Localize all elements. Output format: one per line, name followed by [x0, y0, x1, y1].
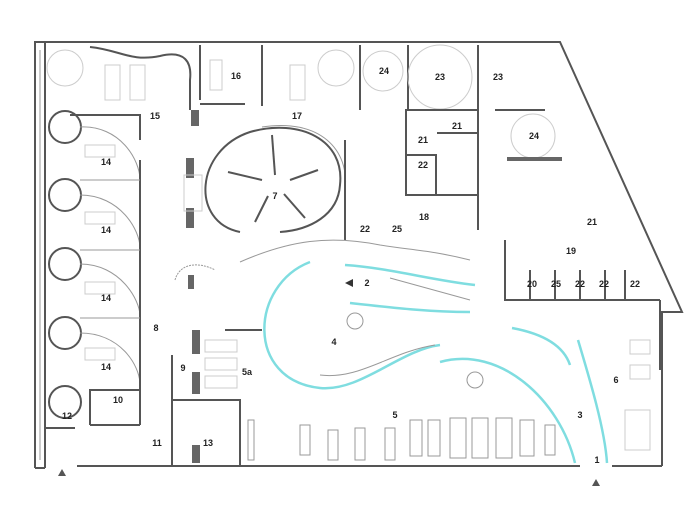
room-label: 14 — [101, 157, 111, 167]
room-label: 14 — [101, 225, 111, 235]
room-label: 19 — [566, 246, 576, 256]
room-label: 10 — [113, 395, 123, 405]
room-label: 25 — [392, 224, 402, 234]
room-label: 6 — [613, 375, 618, 385]
room-label: 17 — [292, 111, 302, 121]
room-label: 22 — [599, 279, 609, 289]
room-label: 13 — [203, 438, 213, 448]
room-label: 14 — [101, 362, 111, 372]
room-label: 12 — [62, 411, 72, 421]
room-label: 20 — [527, 279, 537, 289]
direction-arrow-icon — [345, 279, 353, 287]
room-label: 21 — [587, 217, 597, 227]
room-label: 21 — [452, 121, 462, 131]
entrance-arrow-icon — [592, 479, 600, 486]
room-label: 5a — [242, 367, 253, 377]
entrance-arrow-icon — [58, 469, 66, 476]
room-label: 21 — [418, 135, 428, 145]
room-label: 16 — [231, 71, 241, 81]
corridor — [174, 110, 216, 289]
top-rooms — [46, 44, 562, 230]
room-labels: 15 16 17 24 23 23 21 21 24 22 14 14 14 1… — [62, 66, 640, 465]
room-label: 15 — [150, 111, 160, 121]
gym-equipment — [247, 417, 556, 461]
spa-area — [171, 239, 661, 466]
room-label: 2 — [364, 278, 369, 288]
room-label: 8 — [153, 323, 158, 333]
room-label: 11 — [152, 438, 162, 448]
room-label: 24 — [379, 66, 389, 76]
room-label: 25 — [551, 279, 561, 289]
room-label: 22 — [630, 279, 640, 289]
room-label: 4 — [331, 337, 336, 347]
room-label: 22 — [575, 279, 585, 289]
room-label: 24 — [529, 131, 539, 141]
room-label: 22 — [360, 224, 370, 234]
room-label: 14 — [101, 293, 111, 303]
room-label: 23 — [435, 72, 445, 82]
room-label: 22 — [418, 160, 428, 170]
room-label: 9 — [180, 363, 185, 373]
room-label: 18 — [419, 212, 429, 222]
room-label: 3 — [577, 410, 582, 420]
treatment-rooms — [45, 110, 141, 429]
room-label: 5 — [392, 410, 397, 420]
room-label: 23 — [493, 72, 503, 82]
room-7-oval — [204, 125, 347, 240]
room-label: 7 — [272, 191, 277, 201]
outer-walls — [34, 41, 684, 469]
room-label: 1 — [594, 455, 599, 465]
